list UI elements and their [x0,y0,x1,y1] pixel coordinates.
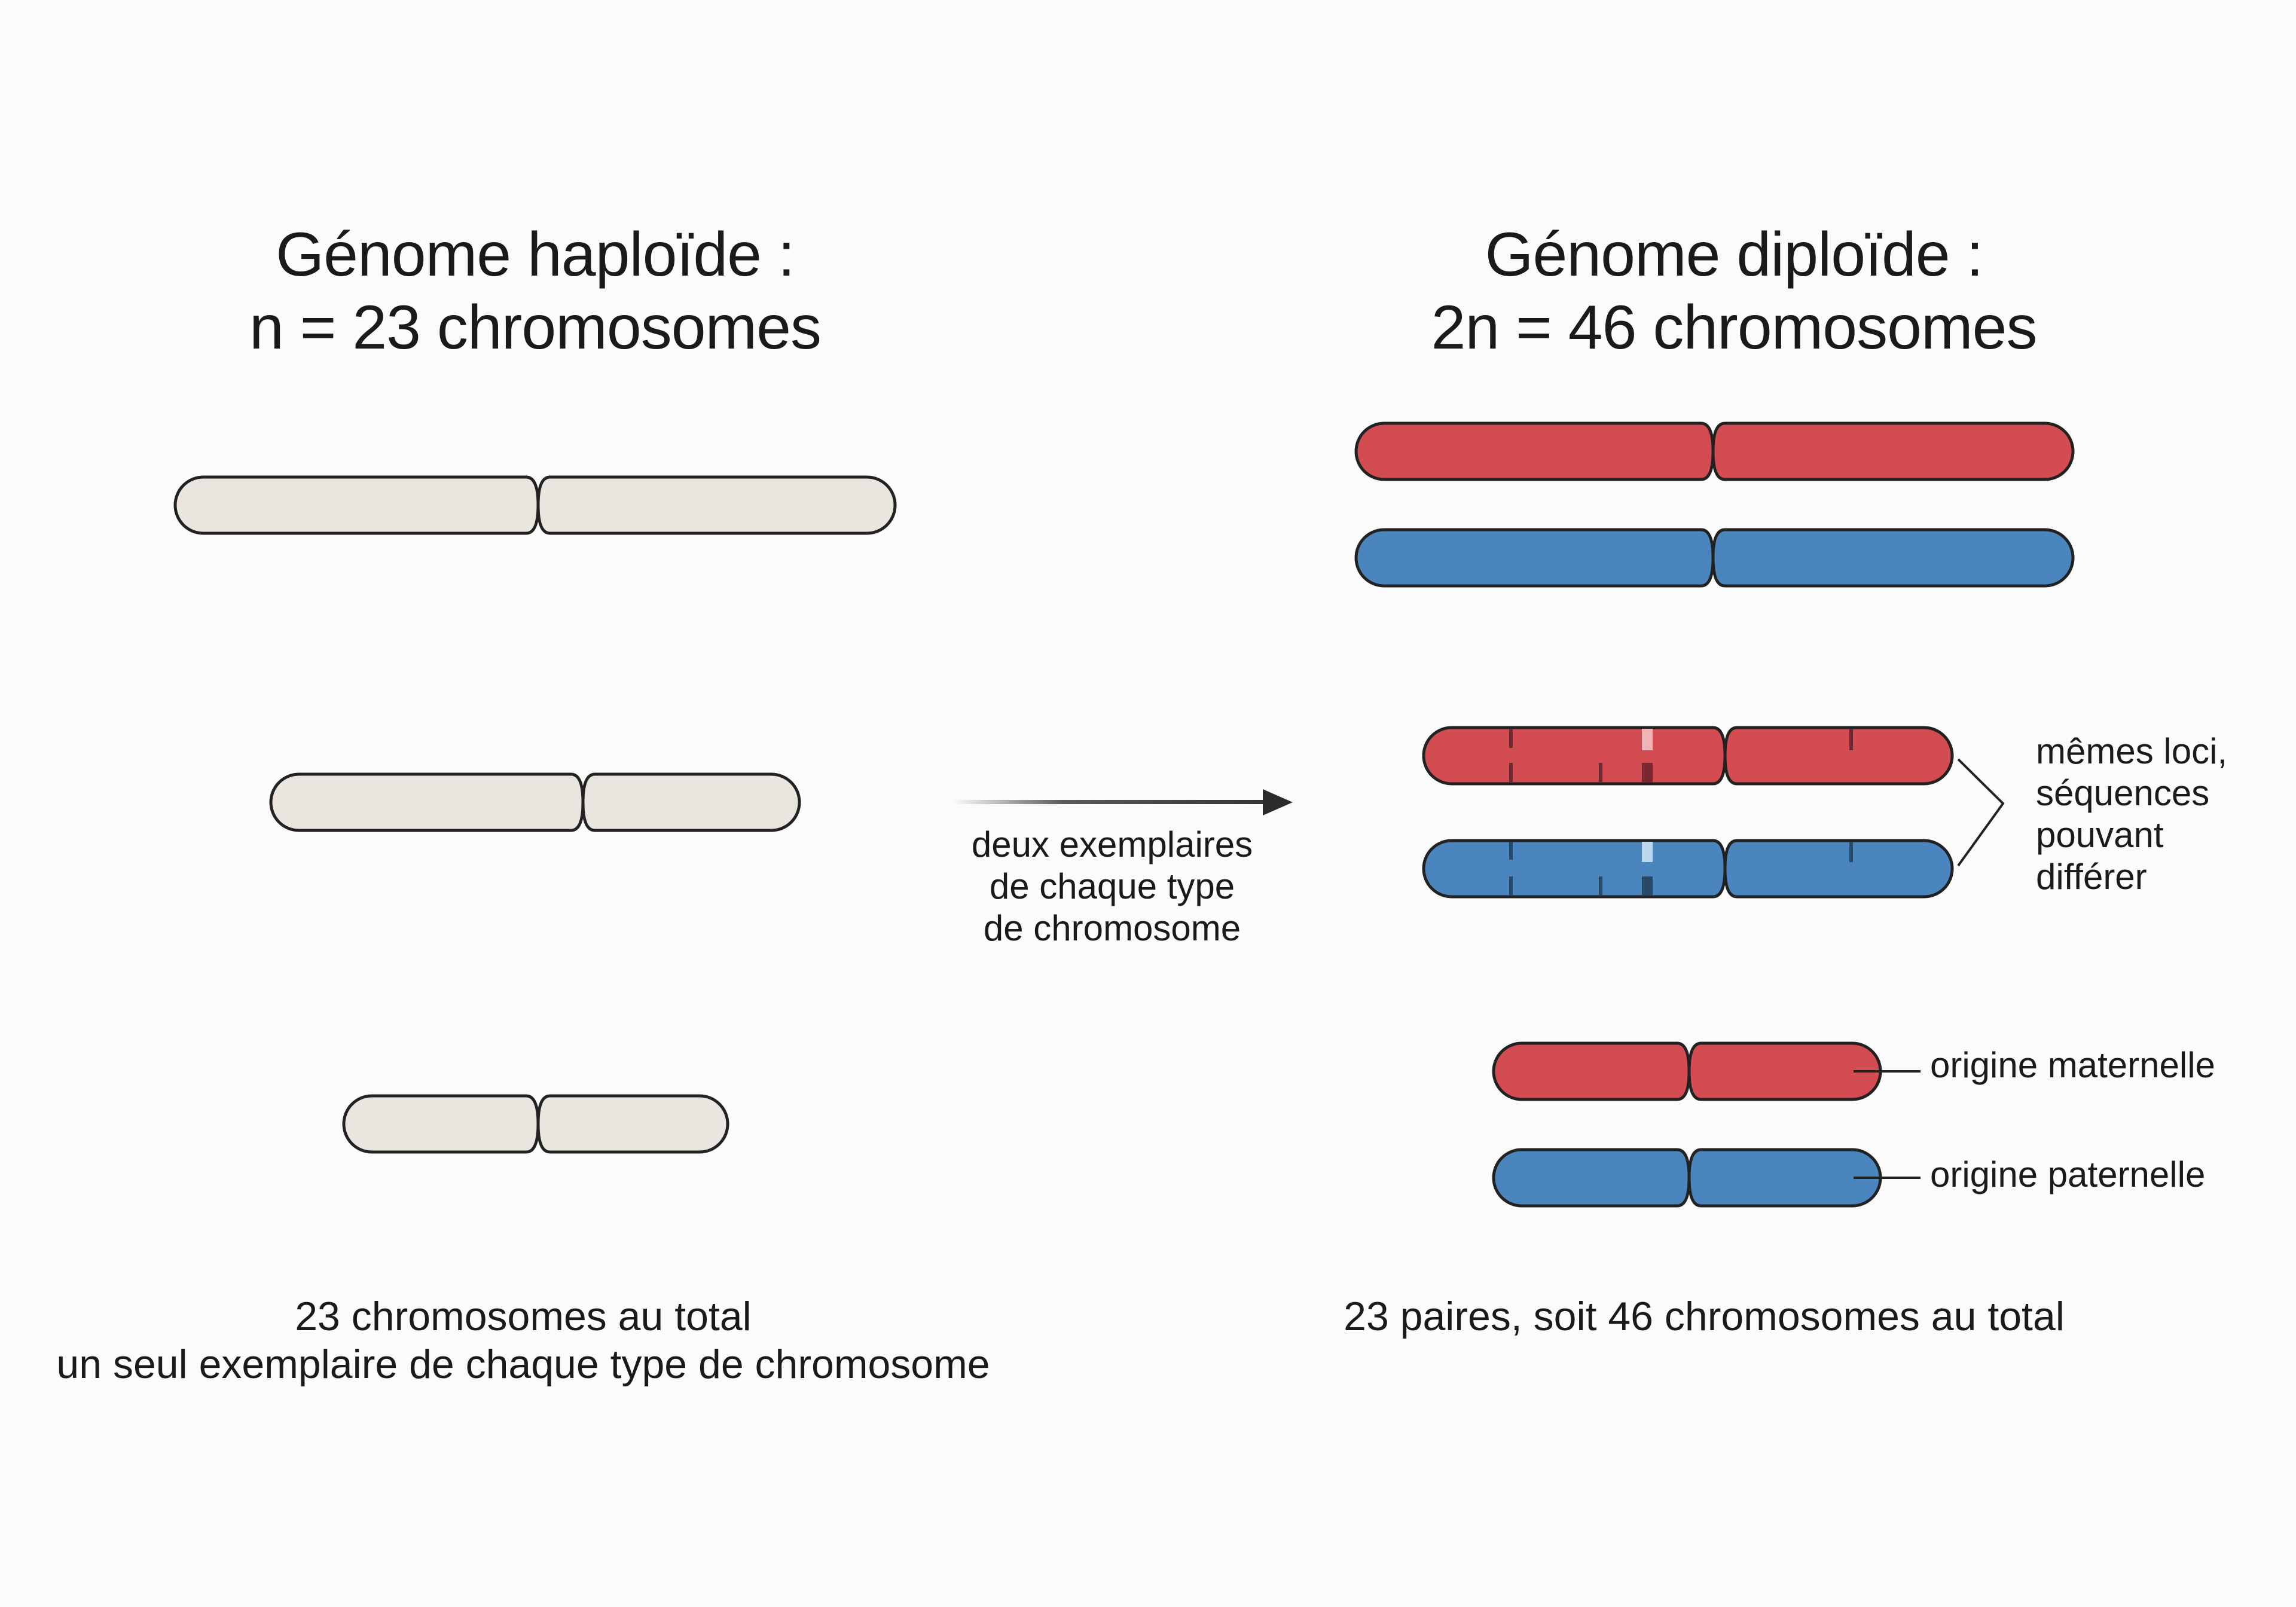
paternal-origin-label: origine paternelle [1930,1154,2206,1194]
paternal-locus-band-5 [1642,876,1653,896]
arrow-head [1263,789,1293,815]
diploid-title: Génome diploïde : 2n = 46 chromosomes [1363,218,2105,364]
haploid-caption-line2: un seul exemplaire de chaque type de chr… [56,1342,990,1387]
haploid-title: Génome haploïde : n = 23 chromosomes [179,218,891,364]
haploid-chromosome-medium [269,772,801,832]
paternal-locus-band-2 [1509,876,1513,896]
diploid-title-line1: Génome diploïde : [1485,220,1984,289]
paternal-locus-band-4 [1642,842,1653,862]
paternal-chromosome-large [1354,528,2075,588]
maternal-locus-band-4 [1642,729,1653,750]
loci-label-line4: différer [2036,857,2147,897]
loci-label: mêmes loci, séquences pouvant différer [2036,731,2287,898]
maternal-chromosome-small [1492,1041,1882,1101]
haploid-caption: 23 chromosomes au total un seul exemplai… [36,1293,1010,1388]
paternal-locus-band-1 [1509,842,1513,860]
arrow-label-line2: de chaque type [989,866,1235,906]
haploid-chromosome-small [342,1094,729,1154]
loci-bracket [1957,758,2005,867]
diploid-title-line2: 2n = 46 chromosomes [1431,293,2038,362]
maternal-chromosome-large [1354,421,2075,481]
loci-label-line3: pouvant [2036,815,2164,855]
maternal-locus-band-1 [1509,729,1513,748]
arrow-label-line3: de chromosome [983,908,1241,948]
haploid-chromosome-large [173,475,897,535]
maternal-locus-band-5 [1642,763,1653,783]
maternal-locus-band-3 [1599,763,1602,782]
arrow-shaft [954,800,1265,804]
maternal-locus-band-2 [1509,763,1513,782]
maternal-locus-band-6 [1849,729,1853,750]
arrow-label-line1: deux exemplaires [971,824,1253,864]
haploid-title-line1: Génome haploïde : [276,220,795,289]
loci-label-line2: séquences [2036,773,2210,813]
haploid-caption-line1: 23 chromosomes au total [295,1294,752,1339]
paternal-locus-band-6 [1849,842,1853,862]
paternal-chromosome-small [1492,1148,1882,1208]
maternal-chromosome-medium [1422,726,1954,786]
arrow-label: deux exemplaires de chaque type de chrom… [933,824,1292,949]
haploid-title-line2: n = 23 chromosomes [249,293,822,362]
maternal-origin-label: origine maternelle [1930,1045,2215,1085]
paternal-locus-band-3 [1599,876,1602,896]
loci-label-line1: mêmes loci, [2036,731,2228,771]
paternal-chromosome-medium [1422,839,1954,899]
diploid-caption: 23 paires, soit 46 chromosomes au total [1344,1294,2065,1339]
